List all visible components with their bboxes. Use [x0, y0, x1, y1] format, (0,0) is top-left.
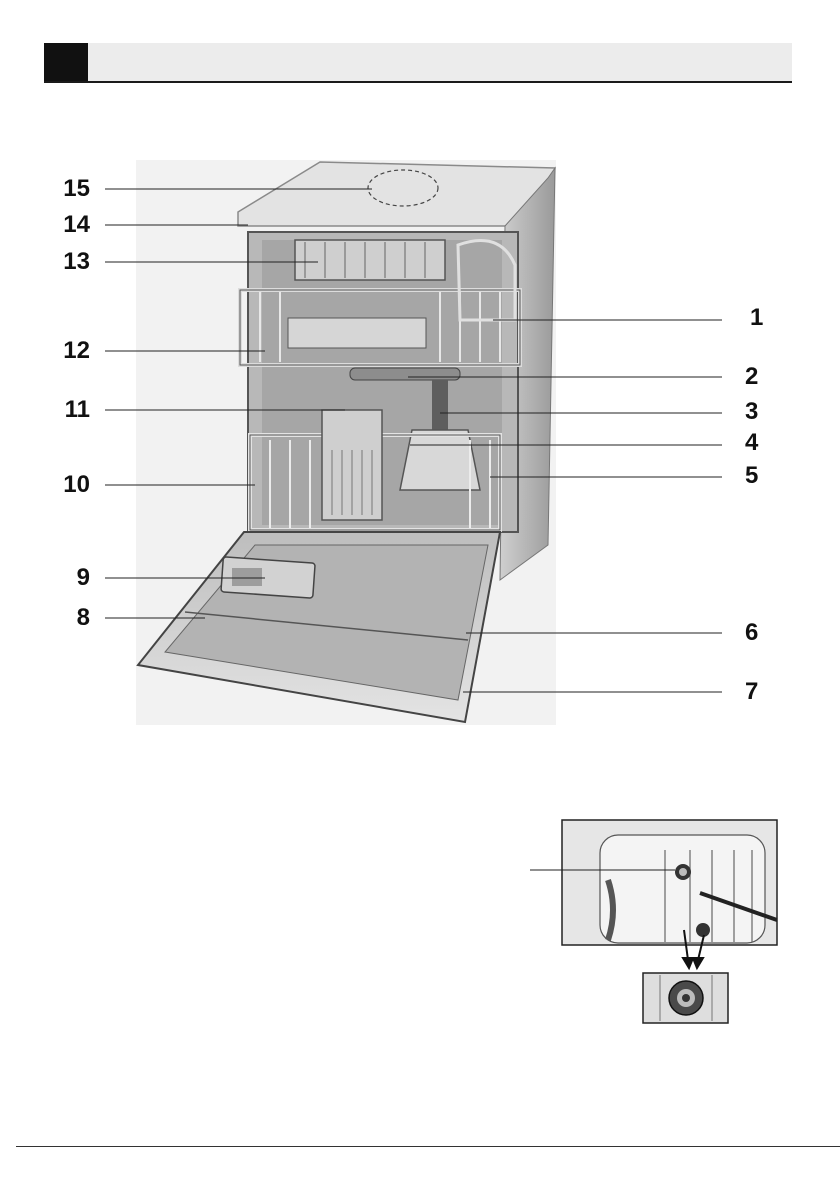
callout-12: 12: [45, 339, 90, 363]
callout-6: 6: [745, 621, 790, 645]
callout-9: 9: [45, 566, 90, 590]
callout-3: 3: [745, 400, 790, 424]
callout-14: 14: [45, 213, 90, 237]
callout-1: 1: [750, 306, 795, 330]
callout-2: 2: [745, 365, 790, 389]
callout-10: 10: [45, 473, 90, 497]
upper-spray-arm: [350, 368, 460, 380]
spray-pipe: [432, 380, 448, 430]
callout-8: 8: [45, 606, 90, 630]
callout-15: 15: [45, 177, 90, 201]
footer-rule: [16, 1146, 840, 1147]
cutlery-tray: [295, 240, 445, 280]
upper-basket-shelf: [288, 318, 426, 348]
callout-11: 11: [45, 398, 90, 422]
callout-5: 5: [745, 464, 790, 488]
callout-4: 4: [745, 431, 790, 455]
callout-7: 7: [745, 680, 790, 704]
callout-13: 13: [45, 250, 90, 274]
salt-container: [400, 430, 480, 490]
